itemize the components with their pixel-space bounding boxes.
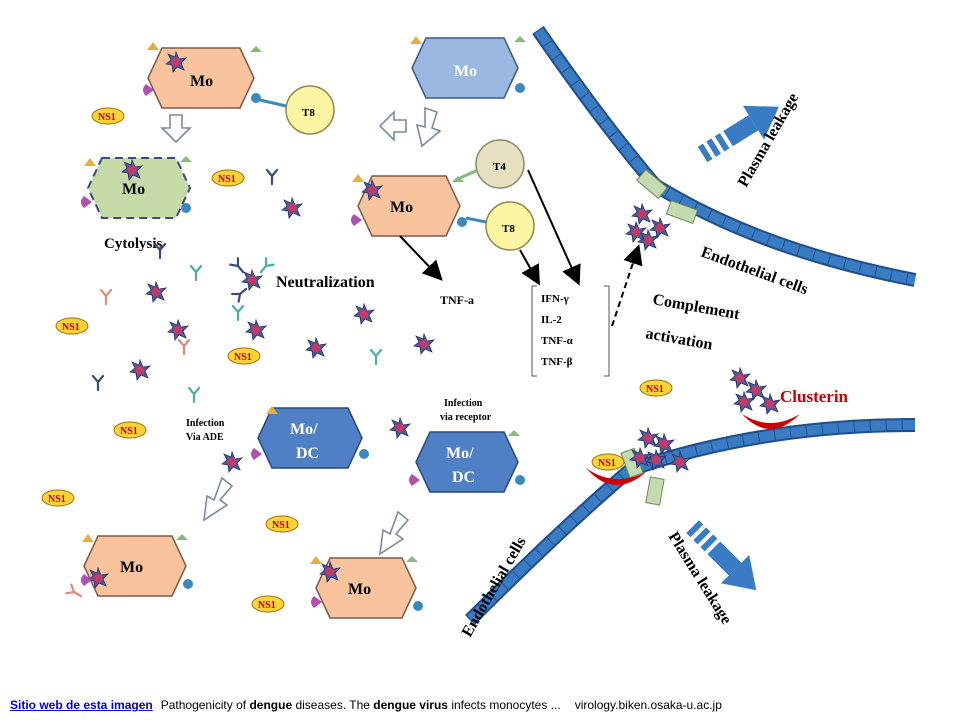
monocyte-middle: Mo bbox=[351, 174, 467, 237]
ns1-label: NS1 bbox=[598, 458, 616, 469]
infection-ade-label-line1: Infection bbox=[186, 418, 225, 429]
neutralization-complex bbox=[229, 257, 275, 303]
caption-part-2: diseases. The bbox=[292, 698, 374, 712]
image-website-link[interactable]: Sitio web de esta imagen bbox=[10, 698, 153, 712]
caption-part-3: infects monocytes ... bbox=[447, 698, 561, 712]
complement-label-line2: activation bbox=[644, 325, 714, 353]
plasma-leakage-label-top: Plasma leakage bbox=[735, 90, 802, 190]
cytokine-il-2: IL-2 bbox=[541, 314, 562, 326]
monocyte-label: Mo bbox=[190, 73, 213, 90]
endothelial-junction-bottom bbox=[620, 447, 665, 506]
lysed-monocyte: Mo bbox=[81, 156, 192, 219]
ns1-label: NS1 bbox=[646, 384, 664, 395]
monocyte-top-left: Mo bbox=[143, 42, 262, 109]
t8-label: T8 bbox=[502, 223, 515, 235]
ns1-badge: NS1 bbox=[91, 107, 125, 125]
complement-dashed-arrow bbox=[611, 244, 643, 327]
cd4-t-cell: T4 bbox=[459, 139, 525, 189]
dengue-pathogenicity-diagram: Mo T8 Mo Mo Cytolysis bbox=[41, 26, 917, 640]
ns1-badge: NS1 bbox=[251, 595, 285, 613]
plasma-leakage-arrow-top bbox=[697, 105, 779, 163]
caption-bold-2: dengue virus bbox=[373, 698, 448, 712]
image-source-footer: Sitio web de esta imagen Pathogenicity of… bbox=[0, 690, 960, 720]
monocyte-dendritic-cell-right: Mo/ DC bbox=[389, 417, 525, 493]
monocyte-label: Mo bbox=[122, 181, 145, 198]
ns1-badge: NS1 bbox=[211, 169, 245, 187]
ns1-label: NS1 bbox=[62, 322, 80, 333]
modc-label-line2: DC bbox=[296, 445, 319, 462]
plasma-leakage-arrow-bottom bbox=[686, 520, 757, 591]
infection-receptor-label-line2: via receptor bbox=[440, 412, 492, 423]
ns1-badge: NS1 bbox=[591, 453, 625, 471]
ns1-badge: NS1 bbox=[227, 347, 261, 365]
ns1-label: NS1 bbox=[48, 494, 66, 505]
endothelial-cells-label-bottom: Endothelial cells bbox=[459, 534, 530, 640]
virus-cluster-top-junction bbox=[625, 203, 671, 251]
monocyte-label: Mo bbox=[348, 581, 371, 598]
infection-receptor-label-line1: Infection bbox=[444, 398, 483, 409]
endothelial-wall-bottom bbox=[465, 418, 916, 625]
cytokine-tnf-beta: TNF-β bbox=[541, 356, 573, 368]
cytokine-ifn-gamma: IFN-γ bbox=[541, 293, 569, 305]
cytokine-arrows bbox=[399, 169, 581, 286]
ns1-badge: NS1 bbox=[265, 515, 299, 533]
ns1-badge: NS1 bbox=[55, 317, 89, 335]
modc-label-line1: Mo/ bbox=[290, 421, 318, 438]
tnf-a-label: TNF-a bbox=[440, 293, 474, 307]
cd8-t-cell-top: T8 bbox=[259, 85, 335, 135]
monocyte-dendritic-cell-left: Mo/ DC bbox=[221, 406, 369, 473]
ns1-label: NS1 bbox=[218, 174, 236, 185]
ns1-label: NS1 bbox=[120, 426, 138, 437]
transition-arrows bbox=[160, 106, 442, 556]
modc-label-line1: Mo/ bbox=[446, 445, 474, 462]
monocyte-label: Mo bbox=[454, 63, 477, 80]
clusterin-complex bbox=[586, 367, 800, 486]
monocyte-bottom-middle: Mo bbox=[310, 556, 423, 619]
monocyte-label: Mo bbox=[390, 199, 413, 216]
ns1-label: NS1 bbox=[272, 520, 290, 531]
t4-label: T4 bbox=[493, 161, 506, 173]
ns1-label: NS1 bbox=[258, 600, 276, 611]
monocyte-top-blue: Mo bbox=[410, 36, 526, 99]
ns1-label: NS1 bbox=[98, 112, 116, 123]
endothelial-junction-top bbox=[636, 168, 699, 225]
caption-part-1: Pathogenicity of bbox=[160, 698, 250, 712]
caption-bold-1: dengue bbox=[249, 698, 293, 712]
modc-label-line2: DC bbox=[452, 469, 475, 486]
infection-ade-label-line2: Via ADE bbox=[186, 432, 224, 443]
source-domain: virology.biken.osaka-u.ac.jp bbox=[574, 698, 722, 712]
ns1-label: NS1 bbox=[234, 352, 252, 363]
cytokine-tnf-alpha: TNF-α bbox=[541, 335, 574, 347]
cd8-t-cell-middle: T8 bbox=[465, 201, 535, 251]
neutralization-label: Neutralization bbox=[276, 274, 375, 291]
t8-label: T8 bbox=[302, 107, 315, 119]
monocyte-label: Mo bbox=[120, 559, 143, 576]
monocyte-bottom-left: Mo bbox=[65, 534, 193, 602]
complement-label-line1: Complement bbox=[651, 291, 741, 323]
cytokine-list: IFN-γ IL-2 TNF-α TNF-β bbox=[531, 285, 610, 377]
clusterin-label: Clusterin bbox=[780, 387, 849, 406]
ns1-badge: NS1 bbox=[113, 421, 147, 439]
cytolysis-label: Cytolysis bbox=[104, 236, 163, 252]
ns1-badge: NS1 bbox=[639, 379, 673, 397]
endothelial-wall-top bbox=[532, 26, 917, 287]
plasma-leakage-label-bottom: Plasma leakage bbox=[665, 529, 735, 627]
ns1-badge: NS1 bbox=[41, 489, 75, 507]
